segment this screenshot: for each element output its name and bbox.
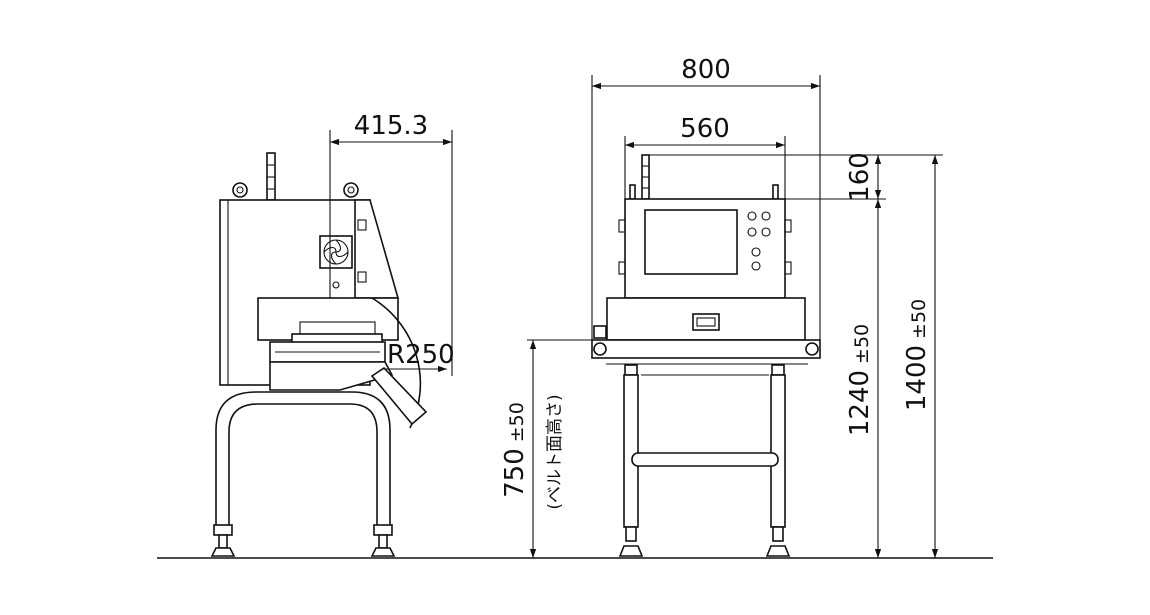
eye-bolt-left <box>232 182 248 198</box>
belt-height-dim-label: 750±50 <box>500 402 530 498</box>
front-conveyor <box>591 339 821 359</box>
side-hood <box>354 199 400 299</box>
touch-panel-screen <box>644 209 738 275</box>
side-stand <box>215 391 391 525</box>
belt-height-note: (ベルト面高さ) <box>545 394 565 509</box>
eye-bolt-right <box>343 182 359 198</box>
total-height-dim-label: 1400±50 <box>902 299 932 411</box>
height-dim-label: 1240±50 <box>845 324 875 436</box>
top-dim-label: 160 <box>845 152 875 202</box>
front-crossbar <box>631 452 779 467</box>
front-leg-right <box>770 374 786 528</box>
radius-label: R250 <box>387 340 455 370</box>
width-dim-label: 800 <box>681 55 731 85</box>
depth-dim-label: 415.3 <box>354 111 428 141</box>
side-view: 415.3 R250 <box>210 111 455 557</box>
front-view: 800 560 160 1240±50 1400±50 750±50 (ベルト面… <box>500 55 943 558</box>
inner-width-dim-label: 560 <box>680 114 730 144</box>
side-base <box>269 361 394 391</box>
side-door <box>370 366 428 426</box>
front-leg-left <box>623 374 639 528</box>
